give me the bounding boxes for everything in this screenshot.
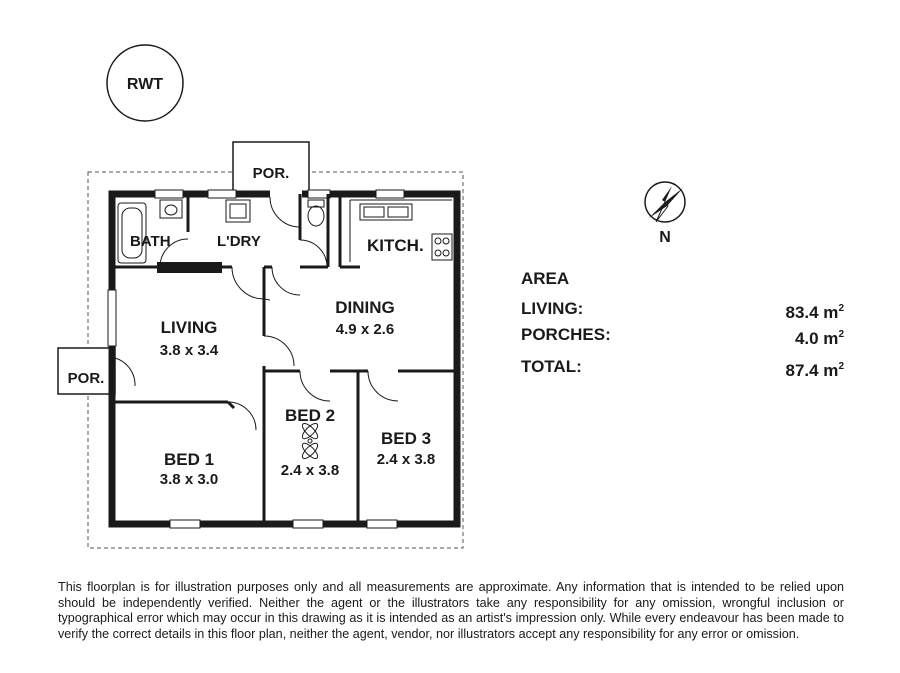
compass-label: N <box>659 229 671 246</box>
area-label: LIVING: <box>521 299 584 318</box>
rwt-badge: RWT <box>106 44 184 122</box>
kitchen-bench <box>349 199 452 262</box>
room-dims-bed3: 2.4 x 3.8 <box>377 451 435 468</box>
disclaimer-text: This floorplan is for illustration purpo… <box>58 580 844 641</box>
room-dims-living: 3.8 x 3.4 <box>160 342 219 359</box>
area-summary: AREA LIVING: 83.4 m2 PORCHES: 4.0 m2 TOT… <box>521 266 844 380</box>
door-swings <box>159 238 399 431</box>
area-row-porches: PORCHES: 4.0 m2 <box>521 322 844 348</box>
room-label-bed2: BED 2 <box>285 406 335 425</box>
north-arrow-icon <box>644 181 686 223</box>
room-dims-bed2: 2.4 x 3.8 <box>281 462 339 479</box>
porch-top-label: POR. <box>253 165 290 182</box>
area-heading: AREA <box>521 269 570 288</box>
interior-walls <box>112 194 457 524</box>
room-label-bed1: BED 1 <box>164 450 214 469</box>
area-row-total: TOTAL: 87.4 m2 <box>521 354 844 380</box>
porch-top: POR. <box>232 141 310 195</box>
cooktop <box>431 233 453 261</box>
room-label-dining: DINING <box>335 298 395 317</box>
area-total-value: 87.4 m2 <box>785 361 845 380</box>
porch-left-label: POR. <box>68 370 105 387</box>
floor-plan: RWT POR. POR. <box>57 44 686 549</box>
room-label-living: LIVING <box>161 318 218 337</box>
area-value: 4.0 m2 <box>794 329 844 348</box>
area-row-living: LIVING: 83.4 m2 <box>521 296 844 322</box>
toilet <box>307 199 325 227</box>
area-label: PORCHES: <box>521 325 611 344</box>
basin <box>159 199 183 219</box>
site-boundary <box>87 171 464 549</box>
room-label-laundry: L'DRY <box>217 233 261 250</box>
laundry-tub <box>225 199 251 223</box>
room-label-bath: BATH <box>130 233 171 250</box>
room-label-bed3: BED 3 <box>381 429 431 448</box>
room-dims-bed1: 3.8 x 3.0 <box>160 471 218 488</box>
built-in-cupboard <box>157 262 222 273</box>
rwt-badge-label: RWT <box>127 76 163 93</box>
ceiling-fan-icon <box>301 422 319 460</box>
windows <box>107 189 405 529</box>
kitchen-sink <box>359 203 413 221</box>
porch-left: POR. <box>57 347 136 395</box>
bathtub <box>117 202 147 264</box>
room-label-kitchen: KITCH. <box>367 236 424 255</box>
front-door-opening <box>270 190 302 198</box>
room-dims-dining: 4.9 x 2.6 <box>336 321 394 338</box>
area-value: 83.4 m2 <box>785 303 845 322</box>
area-total-label: TOTAL: <box>521 357 582 376</box>
